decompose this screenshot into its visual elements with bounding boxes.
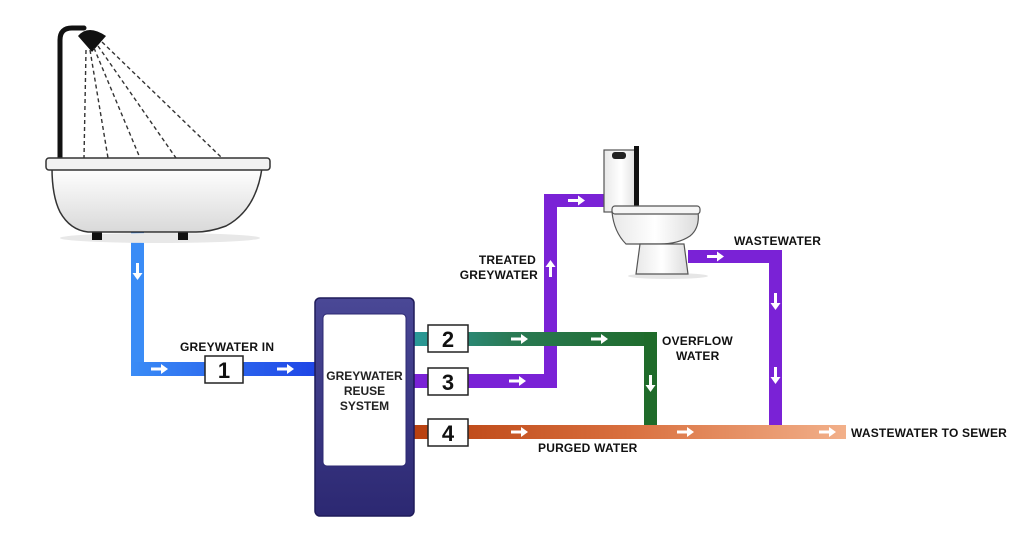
toilet-icon [603, 146, 708, 279]
wastewater-pipe [688, 250, 782, 432]
label-overflow-line1: OVERFLOW [662, 334, 733, 348]
port-1: 1 [204, 355, 244, 384]
label-wastewater-to-sewer: WASTEWATER TO SEWER [851, 426, 1007, 440]
port-3-number: 3 [442, 370, 454, 395]
greywater-in-pipe [131, 232, 317, 376]
label-treated-line1: TREATED [479, 253, 536, 267]
system-label-line3: SYSTEM [340, 399, 389, 413]
port-4-number: 4 [442, 421, 455, 446]
label-wastewater: WASTEWATER [734, 234, 821, 248]
system-label-line2: REUSE [344, 384, 385, 398]
purged-water-pipe [412, 425, 846, 439]
port-2-number: 2 [442, 327, 454, 352]
flow-arrow-icon [132, 195, 836, 437]
port-2: 2 [427, 324, 469, 353]
greywater-reuse-system: GREYWATER REUSE SYSTEM [314, 297, 415, 517]
label-treated-line2: GREYWATER [460, 268, 538, 282]
label-overflow-line2: WATER [676, 349, 720, 363]
shower-bathtub-icon [45, 25, 271, 243]
label-greywater-in: GREYWATER IN [180, 340, 274, 354]
port-4: 4 [427, 418, 469, 447]
system-label-line1: GREYWATER [326, 369, 403, 383]
port-3: 3 [427, 367, 469, 396]
treated-greywater-pipe [412, 194, 608, 388]
port-1-number: 1 [218, 358, 230, 383]
label-purged-water: PURGED WATER [538, 441, 638, 455]
